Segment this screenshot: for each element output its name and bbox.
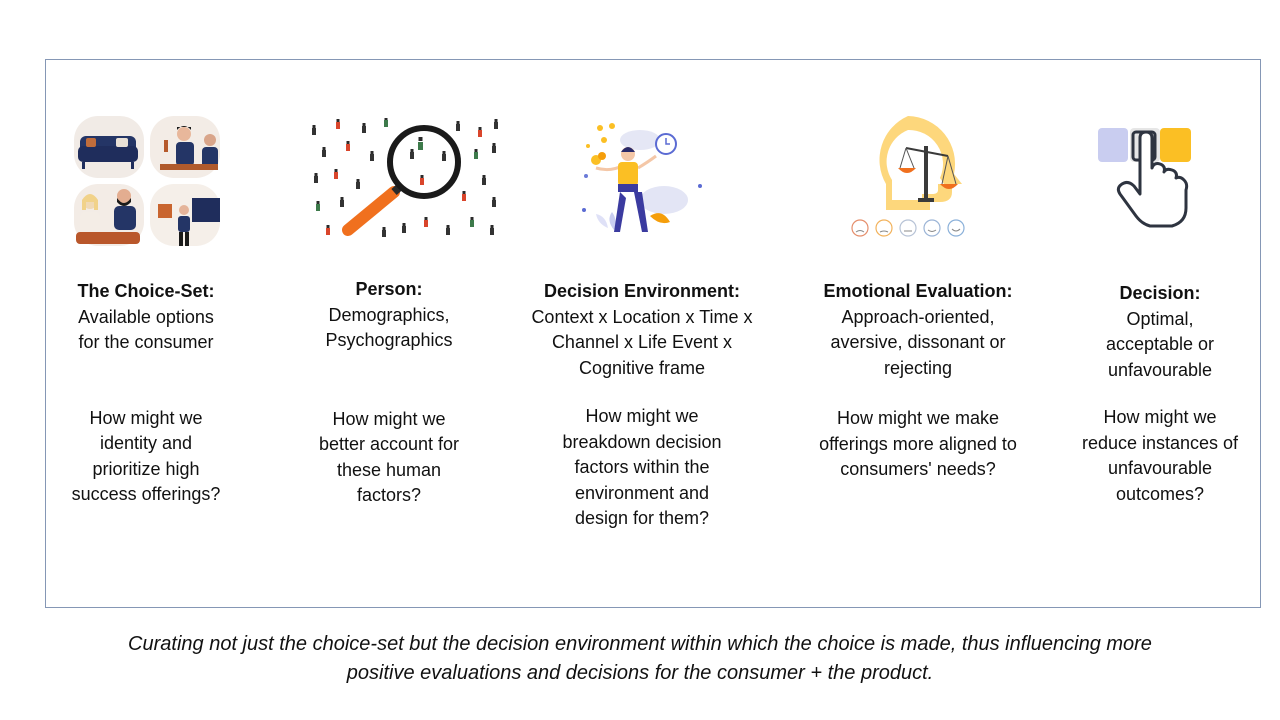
decision-column: Decision: Optimal, acceptable or unfavou… xyxy=(1065,281,1255,507)
emotion-faces xyxy=(851,219,965,237)
person-description: Demographics, Psychographics xyxy=(325,304,453,351)
magnifier-crowd-illustration xyxy=(312,118,498,237)
decision-environment-column: Decision Environment: Context x Location… xyxy=(512,279,772,532)
magnifier-icon xyxy=(342,125,461,236)
touch-selection-illustration xyxy=(1098,128,1191,228)
choice-set-question: How might we identity and prioritize hig… xyxy=(71,407,221,505)
woman-and-man-tile-icon xyxy=(74,184,144,246)
choice-set-column: The Choice-Set: Available options for th… xyxy=(56,279,236,508)
decision-environment-illustration xyxy=(582,123,702,232)
person-column: Person: Demographics, Psychographics How… xyxy=(294,277,484,509)
emotional-evaluation-description: Approach-oriented, aversive, dissonant o… xyxy=(830,306,1006,378)
emotional-evaluation-question: How might we make offerings more aligned… xyxy=(819,408,1017,479)
choice-set-description: Available options for the consumer xyxy=(78,306,214,353)
decision-heading: Decision: xyxy=(1119,283,1201,303)
content-frame xyxy=(45,59,1261,608)
decision-environment-heading: Decision Environment: xyxy=(543,281,741,301)
couple-drinking-tile-icon xyxy=(150,116,220,178)
emotional-evaluation-heading: Emotional Evaluation: xyxy=(823,281,1013,301)
decision-environment-description: Context x Location x Time x Channel x Li… xyxy=(531,306,753,378)
choice-set-heading: The Choice-Set: xyxy=(77,281,215,301)
person-heading: Person: xyxy=(355,279,423,299)
decision-environment-question: How might we breakdown decision factors … xyxy=(562,406,722,528)
choice-set-illustration xyxy=(74,116,220,246)
presenter-tile-icon xyxy=(150,184,220,246)
decision-question: How might we reduce instances of unfavou… xyxy=(1081,407,1239,504)
sofa-tile-icon xyxy=(74,116,144,178)
emotional-scale-illustration xyxy=(851,116,965,237)
emotional-evaluation-column: Emotional Evaluation: Approach-oriented,… xyxy=(793,279,1043,483)
decision-description: Optimal, acceptable or unfavourable xyxy=(1105,308,1215,380)
person-question: How might we better account for these hu… xyxy=(318,408,460,506)
summary-caption: Curating not just the choice-set but the… xyxy=(128,633,1152,684)
